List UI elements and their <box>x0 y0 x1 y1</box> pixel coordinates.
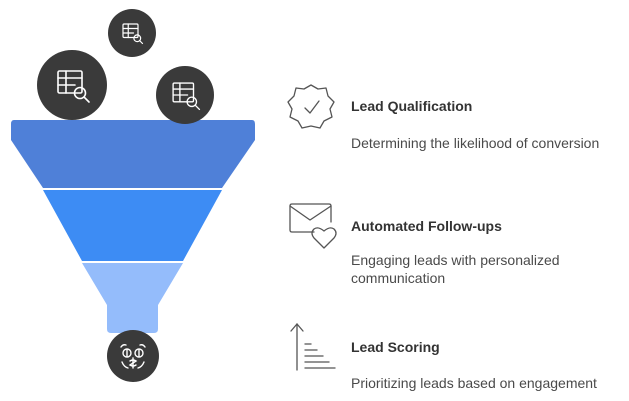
funnel-stage-middle <box>43 190 222 261</box>
item-title-lead-scoring: Lead Scoring <box>351 339 440 355</box>
funnel-stage-bottom <box>82 263 183 333</box>
item-desc-automated-follow-ups: Engaging leads with personalized communi… <box>351 252 560 286</box>
output-icon <box>107 330 159 382</box>
input-icon-large <box>37 50 107 120</box>
funnel-stage-top <box>11 120 255 188</box>
badge-check-icon <box>287 84 335 129</box>
item-desc-lead-scoring: Prioritizing leads based on engagement <box>351 375 597 391</box>
funnel <box>11 120 255 333</box>
input-icon-small <box>108 9 156 57</box>
item-title-automated-follow-ups: Automated Follow-ups <box>351 218 502 234</box>
input-icon-medium <box>156 66 214 124</box>
item-desc-lead-qualification: Determining the likelihood of conversion <box>351 135 600 151</box>
arrow-up-bars-icon <box>290 323 336 371</box>
mail-heart-icon <box>289 203 337 249</box>
item-title-lead-qualification: Lead Qualification <box>351 98 473 114</box>
